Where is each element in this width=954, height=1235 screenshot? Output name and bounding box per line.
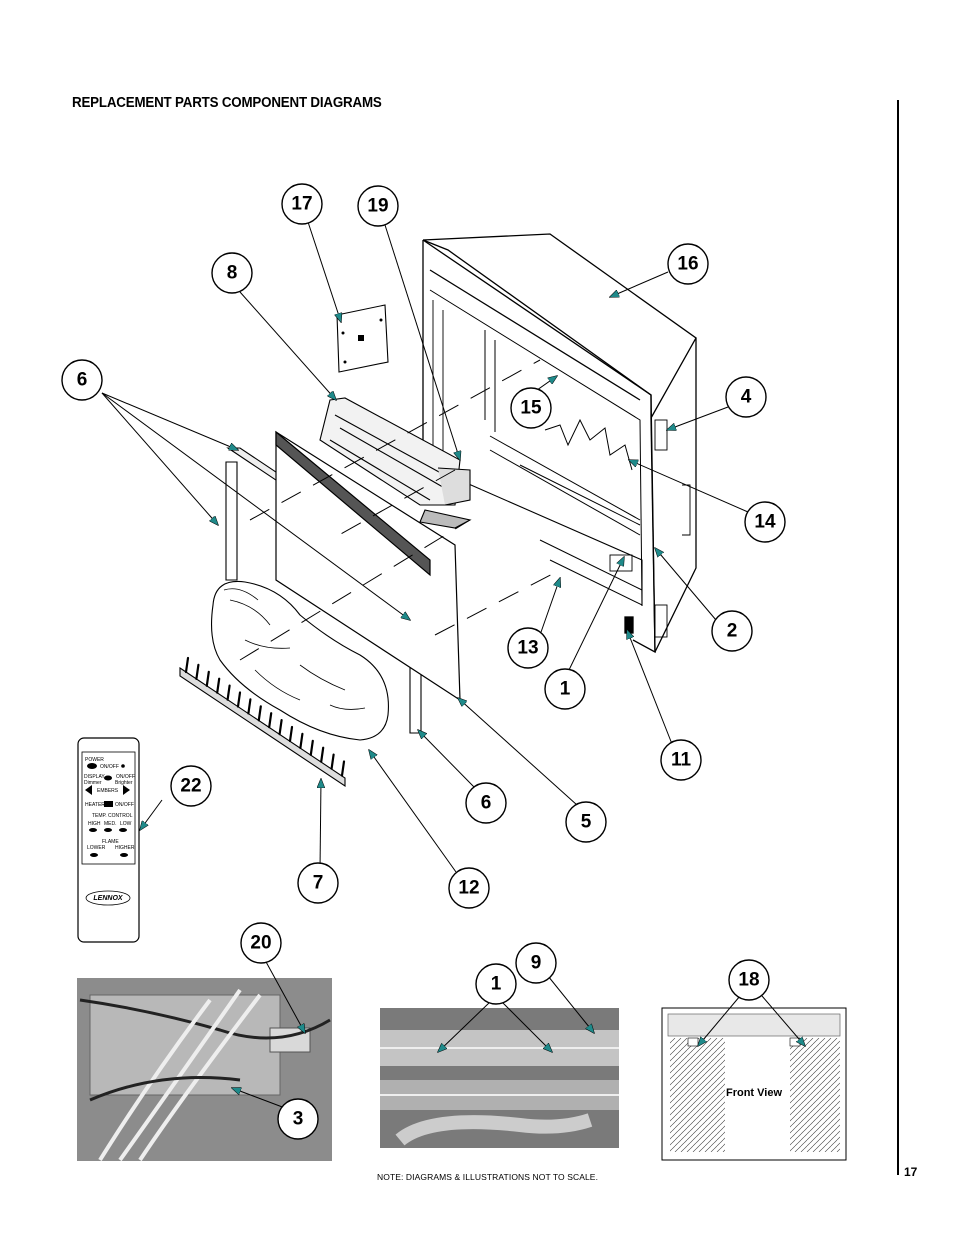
svg-text:12: 12 <box>458 878 479 899</box>
callout-15: 15 <box>510 387 552 429</box>
grate-tooth <box>340 760 346 777</box>
svg-text:6: 6 <box>77 370 88 391</box>
remote-dimmer-label: Dimmer <box>84 780 102 786</box>
svg-text:2: 2 <box>727 621 738 642</box>
page-number: 17 <box>904 1165 918 1179</box>
callout-14: 14 <box>744 501 786 543</box>
callout-1-main: 1 <box>544 668 586 710</box>
remote-control: POWER ON/OFF DISPLAY Dimmer ON/OFF Brigh… <box>77 737 140 943</box>
photo-control-board <box>77 978 332 1162</box>
remote-heater-label: HEATER <box>85 802 105 808</box>
grate-tooth <box>184 656 190 674</box>
callout-4: 4 <box>725 376 767 418</box>
callout-5: 5 <box>565 801 607 843</box>
callout-6-bottom: 6 <box>465 782 507 824</box>
front-view-label: Front View <box>726 1087 782 1099</box>
remote-med-label: MED. <box>104 821 117 827</box>
ember-grate <box>179 656 346 788</box>
remote-brighter-label: Brighter <box>115 780 133 786</box>
svg-text:7: 7 <box>313 873 324 894</box>
remote-higher-label: HIGHER <box>115 845 135 851</box>
assembly-guide-lines <box>239 359 561 661</box>
side-rule <box>897 100 899 1175</box>
svg-text:6: 6 <box>481 793 492 814</box>
callout-11: 11 <box>660 739 702 781</box>
grate-tooth <box>236 691 242 708</box>
page-title: REPLACEMENT PARTS COMPONENT DIAGRAMS <box>72 95 382 111</box>
grate-tooth <box>268 712 273 729</box>
grate-tooth <box>205 670 210 687</box>
svg-text:16: 16 <box>677 254 698 275</box>
remote-onoff-label: ON/OFF <box>100 764 119 770</box>
remote-temp-label: TEMP. CONTROL <box>92 813 133 819</box>
callout-13: 13 <box>507 627 549 669</box>
callout-18: 18 <box>728 959 770 1001</box>
svg-text:11: 11 <box>671 750 692 771</box>
grate-tooth <box>257 705 262 722</box>
svg-text:15: 15 <box>520 398 542 419</box>
callout-8: 8 <box>211 252 253 294</box>
svg-text:8: 8 <box>227 263 238 284</box>
remote-lower-label: LOWER <box>87 845 106 851</box>
grate-tooth <box>278 718 283 736</box>
remote-onoff2-label: ON/OFF <box>116 774 135 780</box>
callout-12: 12 <box>448 867 490 909</box>
photo-front-view: Front View <box>661 1007 847 1161</box>
grate-tooth <box>288 725 294 743</box>
grate-tooth <box>330 753 335 770</box>
svg-text:19: 19 <box>367 196 388 217</box>
callout-9: 9 <box>515 942 557 984</box>
callout-7: 7 <box>297 862 339 904</box>
callout-1-photo: 1 <box>475 963 517 1005</box>
remote-brand: LENNOX <box>93 895 124 902</box>
remote-low-label: LOW <box>120 821 132 827</box>
svg-text:1: 1 <box>491 974 502 995</box>
grate-tooth <box>195 663 200 681</box>
heater-assembly <box>319 397 472 529</box>
grate-tooth <box>320 746 325 763</box>
leader-lines <box>101 221 805 1109</box>
remote-high-label: HIGH <box>88 821 101 827</box>
svg-text:9: 9 <box>531 953 542 974</box>
grate-tooth <box>299 732 304 750</box>
callout-22: 22 <box>170 765 212 807</box>
svg-text:4: 4 <box>741 387 752 408</box>
svg-text:13: 13 <box>517 638 538 659</box>
callout-6-top: 6 <box>61 359 103 401</box>
remote-flame-label: FLAME <box>102 839 119 845</box>
callout-16: 16 <box>667 243 709 285</box>
remote-display-label: DISPLAY <box>84 774 105 780</box>
svg-text:3: 3 <box>293 1109 304 1130</box>
photo-heater-element <box>380 1008 619 1148</box>
grate-tooth <box>226 684 231 701</box>
scale-note: NOTE: DIAGRAMS & ILLUSTRATIONS NOT TO SC… <box>377 1172 599 1182</box>
svg-text:14: 14 <box>754 512 776 533</box>
callout-19: 19 <box>357 185 399 227</box>
remote-embers-label: EMBERS <box>97 788 119 794</box>
grate-tooth <box>309 739 314 756</box>
remote-onoff3-label: ON/OFF <box>115 802 134 808</box>
svg-text:20: 20 <box>250 933 271 954</box>
svg-text:22: 22 <box>180 776 201 797</box>
firebox-assembly <box>422 233 697 654</box>
svg-text:17: 17 <box>291 194 312 215</box>
svg-text:5: 5 <box>581 812 592 833</box>
callout-17: 17 <box>281 183 323 225</box>
log-set <box>211 580 389 741</box>
callout-2: 2 <box>711 610 753 652</box>
svg-text:18: 18 <box>738 970 759 991</box>
grate-tooth <box>247 698 252 715</box>
callout-20: 20 <box>240 922 282 964</box>
svg-text:1: 1 <box>560 679 571 700</box>
callout-3: 3 <box>277 1098 319 1140</box>
grate-tooth <box>216 677 221 694</box>
remote-power-label: POWER <box>85 757 104 763</box>
circuit-board-17 <box>336 304 389 373</box>
